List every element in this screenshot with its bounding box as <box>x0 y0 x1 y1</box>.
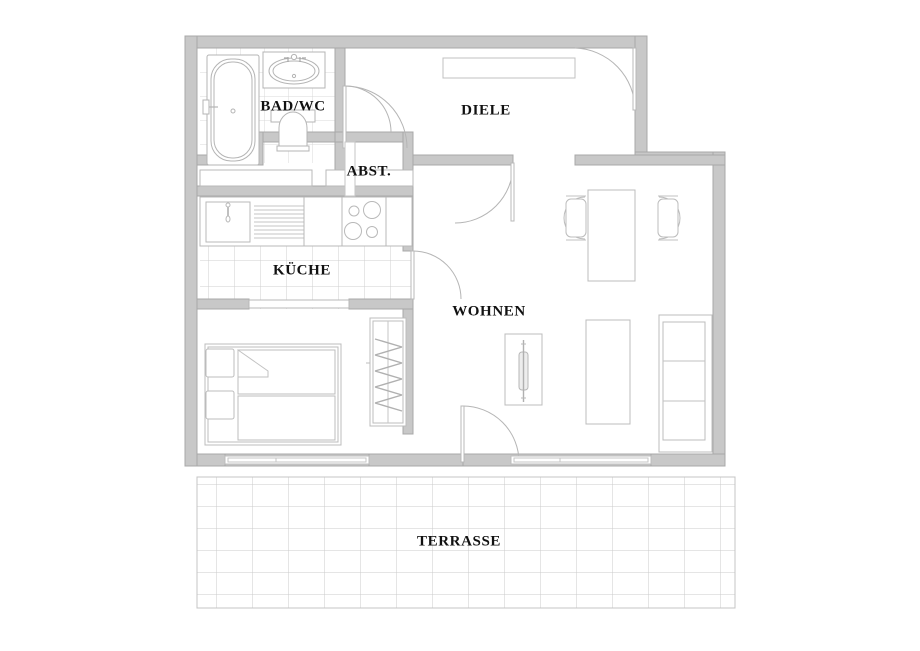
room-label-terrasse: TERRASSE <box>417 533 501 549</box>
wall-kitchen-bottom-right <box>348 298 414 310</box>
kitchen-door[interactable] <box>410 250 462 300</box>
floor-surfaces <box>196 46 736 609</box>
bedroom-sliding-window[interactable] <box>224 455 370 465</box>
openings <box>224 47 652 465</box>
dining-chair-left <box>563 195 587 241</box>
wall-diele-wohnen <box>412 154 514 166</box>
wall-diele-wohnen-right <box>574 154 726 166</box>
dining-table-furniture <box>587 189 636 282</box>
bathroom-fixtures <box>202 51 326 166</box>
wall-exterior-right <box>712 151 726 467</box>
wall-pier-bottom-left <box>196 453 226 467</box>
kitchen-worktop-gap <box>303 196 343 247</box>
wall-exterior-left <box>184 35 198 467</box>
room-label-kueche: KÜCHE <box>273 261 331 278</box>
wardrobe-furniture <box>366 317 407 427</box>
dining-chair-right <box>657 195 681 241</box>
living-sliding-window[interactable] <box>510 455 652 465</box>
wall-pier-mid <box>368 453 464 467</box>
tv-media-unit <box>504 333 543 406</box>
kitchen-drawers-fixture <box>254 205 304 239</box>
kitchen-fixtures <box>199 169 414 309</box>
living-furniture <box>504 189 713 453</box>
floor-terrasse <box>197 477 735 608</box>
kitchen-sink-fixture <box>205 201 251 243</box>
room-label-wohnen: WOHNEN <box>452 303 526 319</box>
nightstand-lower <box>205 390 235 420</box>
room-labels: BAD/WC ABST. DIELE KÜCHE WOHNEN TERRASSE <box>260 98 525 549</box>
wall-kitchen-bottom <box>196 298 250 310</box>
cooktop-fixture <box>341 196 387 247</box>
coffee-table-furniture <box>585 319 631 425</box>
hall-closet-furniture <box>442 57 576 79</box>
three-seat-sofa <box>658 314 713 453</box>
kitchen-plinth <box>248 299 350 309</box>
terrace-outline <box>196 476 736 609</box>
kitchen-cabinet-end <box>385 196 413 247</box>
bedroom-furniture <box>204 317 407 446</box>
hall-furniture <box>344 57 576 197</box>
wall-pier-right <box>650 453 726 467</box>
room-label-bad-wc: BAD/WC <box>260 98 325 114</box>
storage-shelf-furniture <box>344 141 356 197</box>
wall-kitchen-top <box>196 185 414 197</box>
entrance-door[interactable] <box>574 47 637 111</box>
room-label-abst: ABST. <box>347 163 392 179</box>
wall-entrance-right <box>634 35 648 164</box>
living-room-door[interactable] <box>454 162 515 224</box>
toilet-fixture <box>270 109 316 152</box>
nightstand-upper <box>205 348 235 378</box>
bathtub-fixture <box>202 54 260 166</box>
kitchen-upper-cabinet-a <box>199 169 313 187</box>
wall-exterior-top <box>184 35 636 49</box>
room-label-diele: DIELE <box>461 102 511 118</box>
terrace-door[interactable] <box>460 405 520 463</box>
washbasin-fixture <box>262 51 326 89</box>
